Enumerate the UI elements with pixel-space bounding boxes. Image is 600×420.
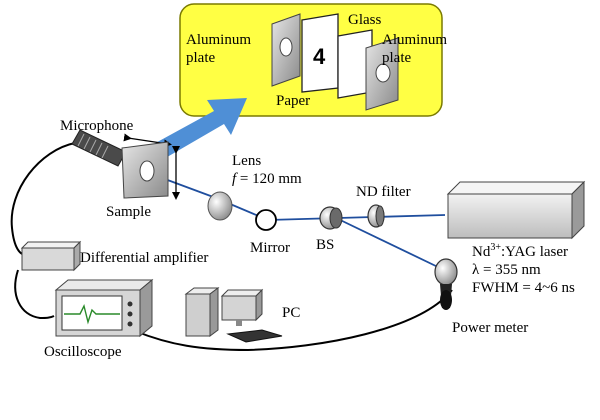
sample-structure-inset: 4 Aluminum plate Paper Glass Aluminum pl… (179, 3, 447, 117)
oscilloscope-label: Oscilloscope (44, 344, 122, 360)
oscilloscope (54, 278, 154, 338)
scope-screen (61, 295, 123, 331)
lens-focal-value: = 120 mm (236, 171, 302, 187)
aluminum-left-line2: plate (186, 50, 215, 66)
zoom-arrow (150, 98, 247, 160)
beam-splitter (319, 206, 343, 230)
aluminum-plate-right (365, 37, 399, 111)
laser-label-nd: Nd (472, 244, 491, 260)
amp-to-scope-cable (14, 269, 55, 320)
microphone-label: Microphone (60, 118, 134, 134)
pc-label: PC (282, 305, 300, 321)
scope-to-powermeter-cable (134, 289, 453, 352)
laser-label-sup: 3+ (490, 242, 501, 253)
cables (10, 142, 453, 352)
bs-label: BS (316, 237, 334, 253)
glass-label: Glass (348, 12, 381, 28)
lens-focal-label: f = 120 mm (232, 171, 302, 187)
aluminum-right-line2: plate (382, 50, 411, 66)
laser-beam (145, 171, 446, 269)
sample-label: Sample (106, 204, 151, 220)
differential-amplifier (20, 240, 82, 272)
mirror (255, 209, 277, 231)
sample (121, 141, 169, 199)
paper-number: 4 (313, 44, 326, 69)
paper-sheet: 4 (301, 13, 339, 93)
microphone-cable (10, 142, 76, 256)
power-meter-label: Power meter (452, 320, 528, 336)
nd-filter (367, 204, 385, 228)
laser-wavelength: λ = 355 nm (472, 262, 541, 278)
lens-focal-f: f (232, 171, 238, 187)
laser-label-yag: :YAG laser (501, 244, 568, 260)
laser-label-line1: Nd3+:YAG laser (472, 242, 568, 260)
scope-waveform (64, 303, 120, 325)
diff-amp-label: Differential amplifier (80, 250, 208, 266)
mirror-label: Mirror (250, 240, 290, 256)
power-meter (434, 258, 458, 310)
aluminum-left-line1: Aluminum (186, 32, 251, 48)
main-beam-path (145, 171, 446, 221)
nd-filter-label: ND filter (356, 184, 411, 200)
lens (207, 191, 233, 221)
aluminum-plate-left (271, 13, 301, 87)
lens-label: Lens (232, 153, 261, 169)
paper-label: Paper (276, 93, 310, 109)
split-beam-path (333, 216, 441, 269)
aluminum-right-line1: Aluminum (382, 32, 447, 48)
pc (184, 287, 283, 343)
microphone (71, 129, 127, 167)
laser (446, 180, 586, 240)
laser-pulse-width: FWHM = 4~6 ns (472, 280, 575, 296)
